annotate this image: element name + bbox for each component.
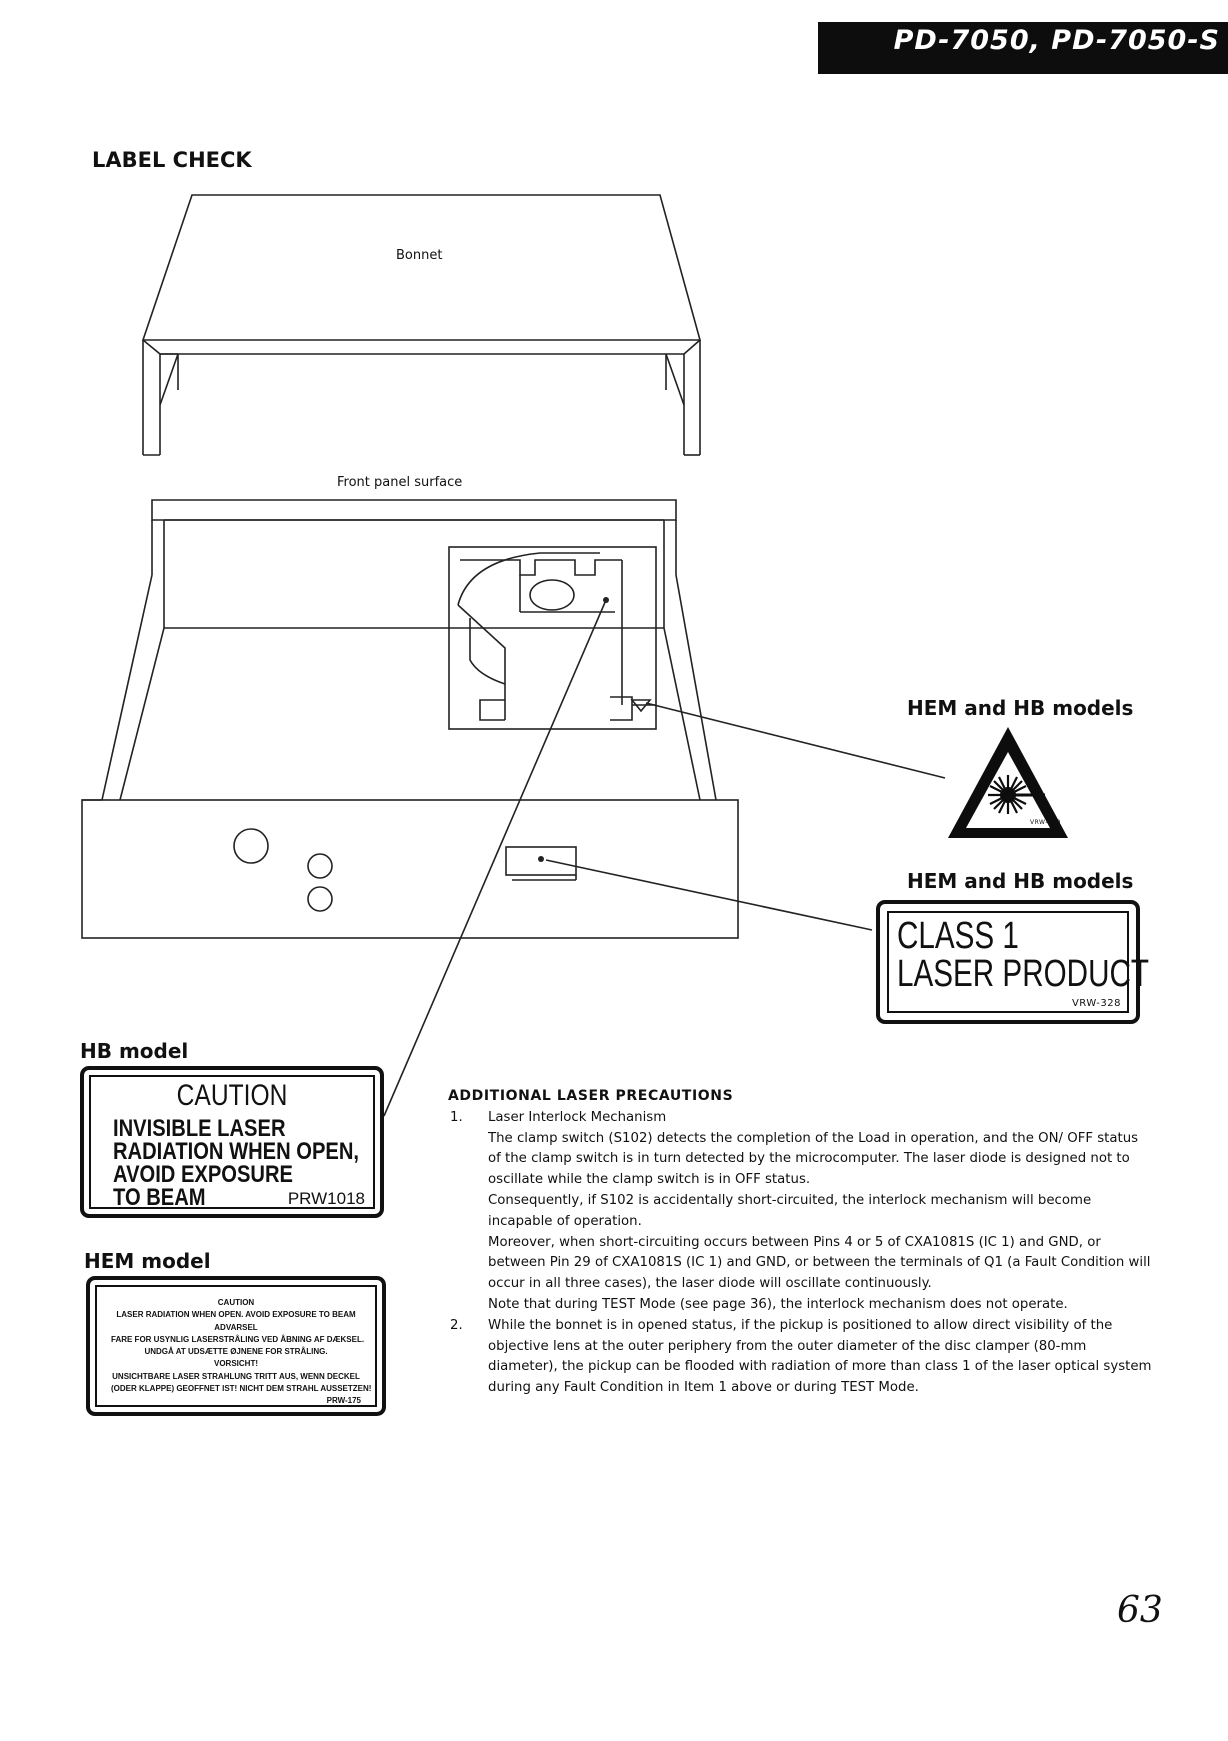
precautions-title: ADDITIONAL LASER PRECAUTIONS bbox=[448, 1088, 734, 1104]
front-panel-label: Front panel surface bbox=[337, 475, 463, 490]
class1-line1: CLASS 1 bbox=[897, 915, 1019, 957]
hem-model-label: HEM model bbox=[84, 1249, 211, 1273]
hem-line-2: ADVARSEL bbox=[214, 1322, 258, 1332]
precaution-1-paragraph-3: Moreover, when short-circuiting occurs b… bbox=[488, 1234, 1151, 1292]
hb-line2: RADIATION WHEN OPEN, bbox=[113, 1138, 360, 1165]
precaution-1-paragraph-2: Consequently, if S102 is accidentally sh… bbox=[488, 1192, 1092, 1229]
precaution-1-number: 1. bbox=[450, 1109, 463, 1125]
page-number: 63 bbox=[1117, 1590, 1163, 1631]
hem-line-0: CAUTION bbox=[217, 1298, 255, 1307]
hem-code: PRW-175 bbox=[326, 1396, 361, 1406]
mechanism-drawing bbox=[448, 546, 657, 730]
precaution-1-paragraph-1: The clamp switch (S102) detects the comp… bbox=[488, 1130, 1139, 1188]
leader-line-class1 bbox=[545, 859, 873, 931]
bonnet-label: Bonnet bbox=[396, 248, 443, 263]
hb-line4: TO BEAM bbox=[113, 1184, 206, 1211]
precaution-1-heading: Laser Interlock Mechanism bbox=[488, 1109, 667, 1125]
leader-line-triangle bbox=[645, 702, 946, 779]
leader-line-hb bbox=[383, 599, 607, 1117]
triangle-model-label: HEM and HB models bbox=[907, 696, 1134, 720]
hb-code: PRW1018 bbox=[287, 1189, 365, 1208]
class1-model-label: HEM and HB models bbox=[907, 869, 1134, 893]
hem-line-4: UNDGÅ AT UDSÆTTE ØJNENE FOR STRÅLING. bbox=[144, 1347, 328, 1357]
hem-line-1: LASER RADIATION WHEN OPEN. AVOID EXPOSUR… bbox=[116, 1310, 356, 1320]
additional-laser-precautions: ADDITIONAL LASER PRECAUTIONS 1. Laser In… bbox=[448, 1086, 1155, 1399]
precaution-item-1: 1. Laser Interlock Mechanism The clamp s… bbox=[448, 1108, 1155, 1316]
precaution-item-2: 2. While the bonnet is in opened status,… bbox=[448, 1316, 1155, 1399]
class1-line2: LASER PRODUCT bbox=[897, 953, 1149, 995]
hem-line-7: (ODER KLAPPE) GEOFFNET IST! NICHT DEM ST… bbox=[111, 1384, 372, 1394]
section-title: LABEL CHECK bbox=[92, 148, 252, 172]
bonnet-drawing bbox=[141, 194, 702, 456]
precaution-2-number: 2. bbox=[450, 1317, 463, 1333]
chassis-drawing bbox=[81, 499, 739, 939]
precaution-2-text: While the bonnet is in opened status, if… bbox=[488, 1317, 1152, 1396]
hb-line1: INVISIBLE LASER bbox=[113, 1115, 286, 1142]
header-bar: PD-7050, PD-7050-S bbox=[818, 22, 1228, 74]
hem-caution-label: CAUTION LASER RADIATION WHEN OPEN. AVOID… bbox=[86, 1276, 386, 1416]
hem-line-3: FARE FOR USYNLIG LASERSTRÅLING VED ÅBNIN… bbox=[111, 1334, 365, 1344]
precaution-1-paragraph-4: Note that during TEST Mode (see page 36)… bbox=[488, 1296, 1068, 1312]
model-number: PD-7050, PD-7050-S bbox=[893, 25, 1220, 56]
class1-label: CLASS 1 LASER PRODUCT VRW-328 bbox=[876, 900, 1149, 1024]
hb-caution-label: CAUTION INVISIBLE LASER RADIATION WHEN O… bbox=[80, 1066, 384, 1218]
class1-code: VRW-328 bbox=[1071, 998, 1121, 1009]
hb-model-label: HB model bbox=[80, 1039, 189, 1063]
laser-warning-triangle-icon bbox=[948, 727, 1068, 838]
hem-line-6: UNSICHTBARE LASER STRAHLUNG TRITT AUS, W… bbox=[112, 1371, 360, 1381]
hb-line3: AVOID EXPOSURE bbox=[113, 1161, 293, 1188]
triangle-label-code: VRW-379 bbox=[1030, 819, 1061, 826]
hem-line-5: VORSICHT! bbox=[214, 1359, 258, 1369]
hb-caution-title: CAUTION bbox=[176, 1079, 288, 1112]
